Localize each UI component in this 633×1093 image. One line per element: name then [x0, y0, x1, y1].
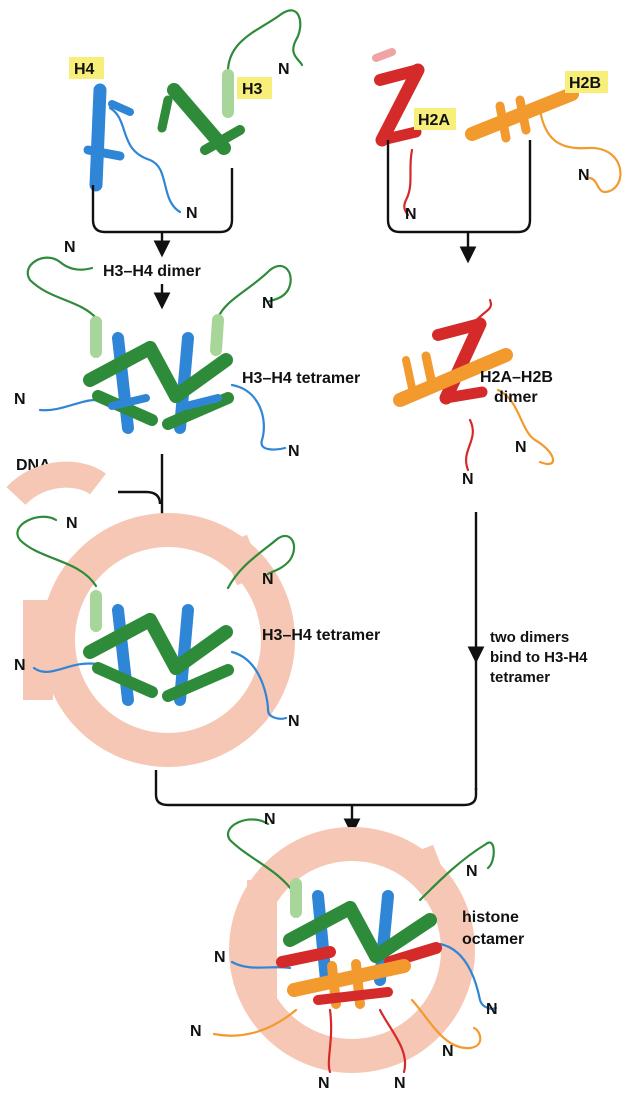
- two-dimers-label-2: bind to H3-H4: [490, 649, 588, 666]
- dna-wrap: [41, 513, 295, 767]
- octamer-n-bottom-1: N: [318, 1075, 330, 1092]
- dna-join-arrow: [118, 490, 162, 505]
- dna-tetramer-n-right: N: [262, 571, 274, 588]
- h2b-tag-bg: [565, 71, 608, 93]
- octamer-n-right-top: N: [466, 863, 478, 880]
- h4-n-terminus: N: [186, 205, 198, 222]
- h2a-h2b-dimer: [393, 298, 555, 472]
- dna-tetramer-tail-left: [16, 515, 98, 588]
- h4-helix-2: [83, 145, 125, 161]
- h2a-h2b-dimer-label-1: H2A–H2B: [480, 369, 553, 386]
- h2a-tag-bg: [414, 108, 456, 130]
- two-dimers-label-1: two dimers: [490, 629, 569, 646]
- octamer-label-2: octamer: [462, 931, 524, 948]
- h2a-helix-2: [375, 63, 425, 147]
- h2a-h2b-dimer-label-2: dimer: [494, 389, 538, 406]
- h3h4-tetramer: [26, 256, 292, 451]
- h3-label: H3: [242, 81, 263, 98]
- h3-helix-2: [157, 95, 173, 133]
- h4-helix-3: [108, 100, 134, 116]
- dna-bound-tetramer: [16, 513, 296, 767]
- h2a-label: H2A: [418, 112, 450, 129]
- dimer-n-bottom: N: [462, 471, 474, 488]
- octamer-n-left: N: [214, 949, 226, 966]
- octamer-n-right: N: [486, 1001, 498, 1018]
- h3-tail: [226, 9, 304, 77]
- h2a-n-terminus: N: [405, 206, 417, 223]
- dna-segment: [6, 461, 106, 506]
- dna-tetramer-n-bottom: N: [288, 713, 300, 730]
- h4-helix-1: [89, 83, 107, 192]
- tetramer-n-bottom-right: N: [288, 443, 300, 460]
- h4-monomer: [83, 83, 182, 214]
- dimer-n-terminus: N: [64, 239, 76, 256]
- h2b-monomer: [465, 87, 622, 193]
- h3-n-terminus: N: [278, 61, 290, 78]
- h3-monomer: [157, 9, 304, 155]
- h3-helix-3: [200, 125, 245, 155]
- dna-stage-n-top: N: [66, 515, 78, 532]
- h4-label: H4: [74, 61, 95, 78]
- h2a-helix-light: [372, 48, 396, 62]
- h2b-label: H2B: [569, 75, 601, 92]
- dimer-h2b-tail: [496, 388, 555, 465]
- dna-tetramer-n-left: N: [14, 657, 26, 674]
- octamer-dna-wrap: [229, 827, 475, 1073]
- tetramer-h4-tail-right: [230, 383, 287, 451]
- tetramer-h3-tail-right: [216, 264, 292, 320]
- h2b-helix-2: [495, 101, 511, 143]
- h2b-helix-3: [515, 95, 531, 135]
- octamer-n-bottom-left: N: [190, 1023, 202, 1040]
- octamer-label-1: histone: [462, 909, 519, 926]
- final-join-bracket: [154, 770, 478, 807]
- tetramer-h4-tail-left: [38, 398, 97, 412]
- h2b-tail: [538, 108, 622, 193]
- h3h4-tetramer-label: H3–H4 tetramer: [242, 370, 360, 387]
- octamer-n-bottom-2: N: [394, 1075, 406, 1092]
- h3h4-tetramer-dna-label: H3–H4 tetramer: [262, 627, 380, 644]
- h2a-h2b-join-bracket: [386, 140, 532, 234]
- h2b-n-terminus: N: [578, 167, 590, 184]
- two-dimers-label-3: tetramer: [490, 669, 550, 686]
- dimer-h2a-tail-bottom: [465, 418, 474, 472]
- tetramer-h3-tail-left: [26, 256, 98, 320]
- tetramer-n-top-right: N: [262, 295, 274, 312]
- tetramer-n-left: N: [14, 391, 26, 408]
- h2a-helix-3: [376, 126, 422, 146]
- histone-octamer: [212, 818, 498, 1074]
- h2a-tail: [403, 148, 414, 217]
- dimer-n-right: N: [515, 439, 527, 456]
- h3h4-dimer-label: H3–H4 dimer: [103, 263, 201, 280]
- h2a-monomer: [372, 48, 425, 217]
- octamer-n-bottom-right: N: [442, 1043, 454, 1060]
- h4-tail: [108, 106, 182, 214]
- h3-tag-bg: [237, 77, 272, 99]
- octamer-n-top: N: [264, 811, 276, 828]
- h4-tag-bg: [69, 57, 104, 79]
